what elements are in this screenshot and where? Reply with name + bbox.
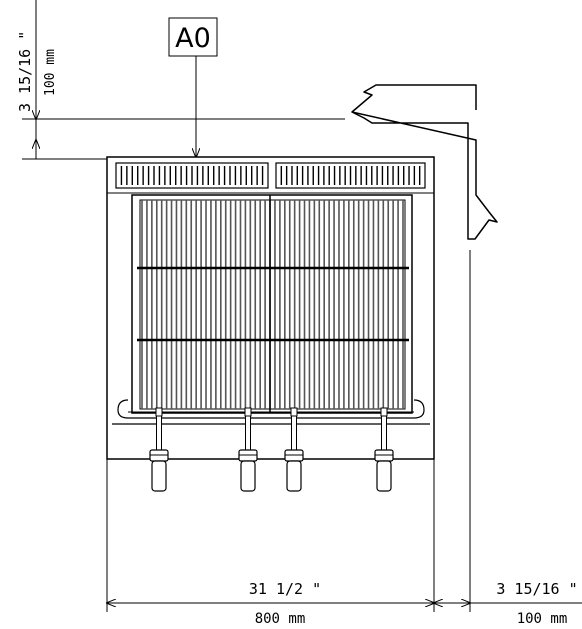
grate-bars	[141, 200, 404, 409]
callout-box	[168, 17, 218, 57]
grate-frame	[131, 194, 413, 414]
wall-gap-imperial-label: 3 15/16 "	[496, 580, 577, 598]
bottom-dimensions: 31 1/2 " 800 mm 3 15/16 " 100 mm	[107, 250, 582, 627]
control-knob	[374, 407, 394, 492]
drip-tray-rail	[117, 399, 425, 419]
top-left-dimension: 3 15/16 " 100 mm	[16, 0, 345, 160]
control-knob	[238, 407, 258, 492]
callout-label: A0	[175, 23, 211, 54]
vent-slats	[120, 166, 421, 185]
appliance-top-view	[106, 156, 435, 492]
control-knobs	[149, 407, 394, 492]
width-metric-label: 800 mm	[255, 611, 306, 627]
control-knob	[284, 407, 304, 492]
wall-corner-symbol	[351, 84, 498, 240]
wall-gap-metric-label: 100 mm	[517, 611, 568, 627]
callout-a0: A0	[168, 17, 218, 157]
dimension-metric-label: 100 mm	[43, 49, 58, 96]
control-knob	[149, 407, 169, 492]
grate-inner	[139, 199, 406, 410]
dimension-imperial-label: 3 15/16 "	[16, 31, 34, 112]
width-imperial-label: 31 1/2 "	[249, 580, 321, 598]
